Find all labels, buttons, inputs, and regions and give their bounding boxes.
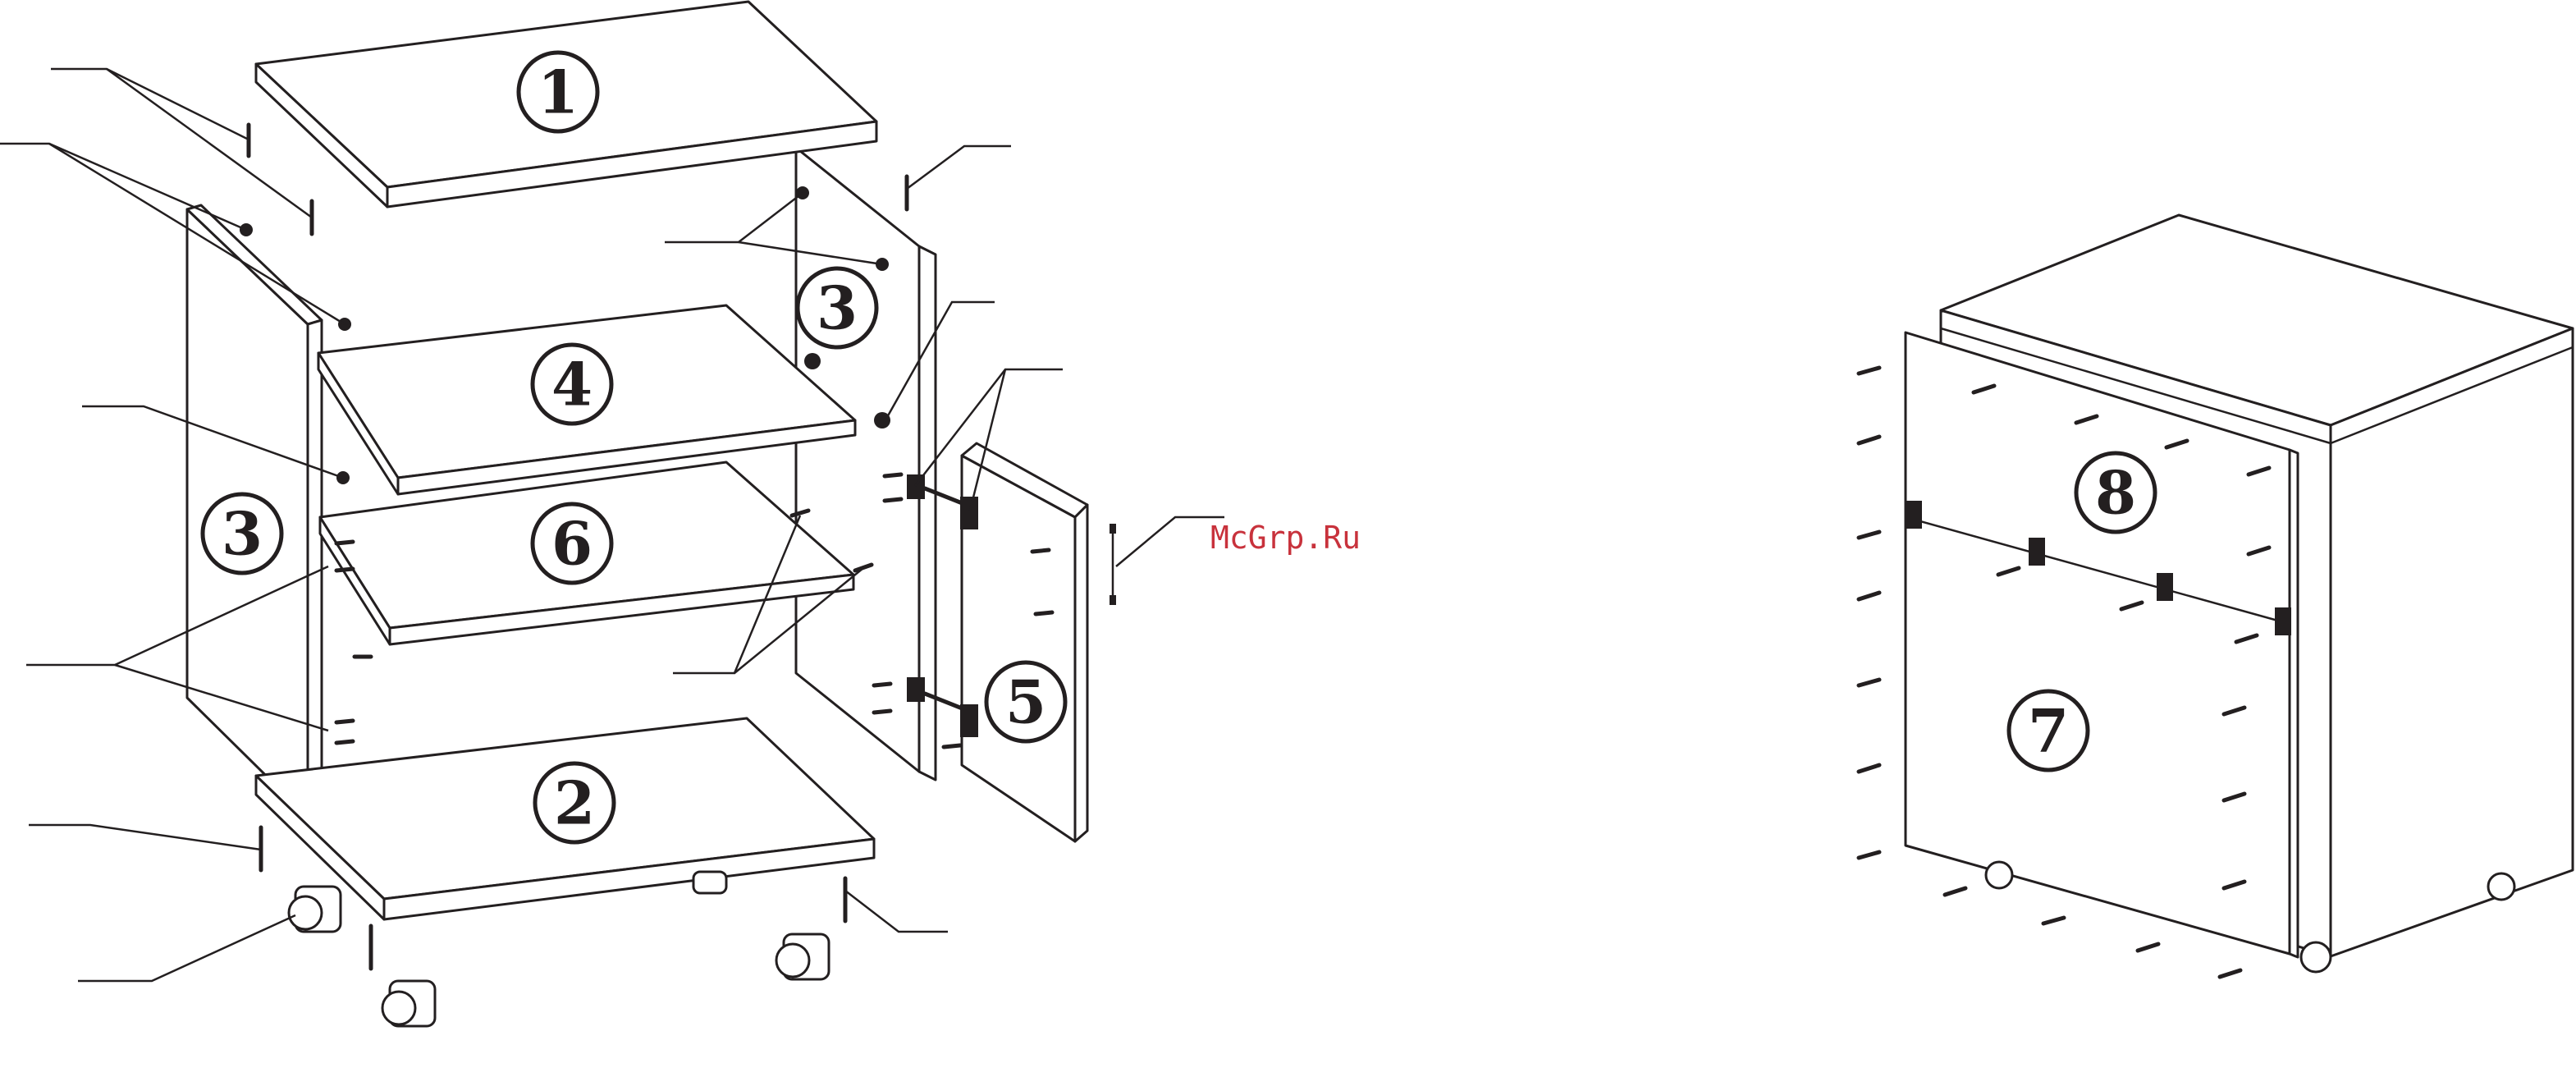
exploded-view <box>0 2 1224 1026</box>
caster-front-center <box>382 981 435 1026</box>
assembled-view <box>1859 215 2573 977</box>
assembled-caster <box>2488 873 2514 900</box>
part-number-6: 6 <box>533 504 611 583</box>
svg-text:3: 3 <box>817 273 858 343</box>
part-number-8: 8 <box>2076 453 2155 532</box>
door-handle <box>1110 524 1116 605</box>
svg-text:5: 5 <box>1005 667 1046 737</box>
caster-front-right <box>776 934 829 979</box>
part-number-7: 7 <box>2009 691 2088 770</box>
svg-text:8: 8 <box>2095 458 2136 528</box>
svg-text:1: 1 <box>538 57 579 127</box>
assembled-caster <box>1986 862 2012 888</box>
assembled-caster <box>2301 942 2331 972</box>
watermark-text: McGrp.Ru <box>1210 520 1361 556</box>
part-number-4: 4 <box>533 345 611 424</box>
svg-text:6: 6 <box>551 509 593 579</box>
svg-text:7: 7 <box>2028 696 2069 766</box>
svg-text:4: 4 <box>551 350 593 419</box>
part-number-3-front: 3 <box>203 494 281 573</box>
part-number-2: 2 <box>535 763 614 842</box>
part-number-5: 5 <box>986 662 1065 741</box>
part-number-3-back: 3 <box>798 268 876 347</box>
door-panel <box>962 443 1087 841</box>
caster-back <box>693 872 726 893</box>
svg-text:2: 2 <box>554 768 595 838</box>
part-number-1: 1 <box>519 53 597 131</box>
caster-front-left <box>289 887 341 932</box>
svg-text:3: 3 <box>222 499 263 569</box>
